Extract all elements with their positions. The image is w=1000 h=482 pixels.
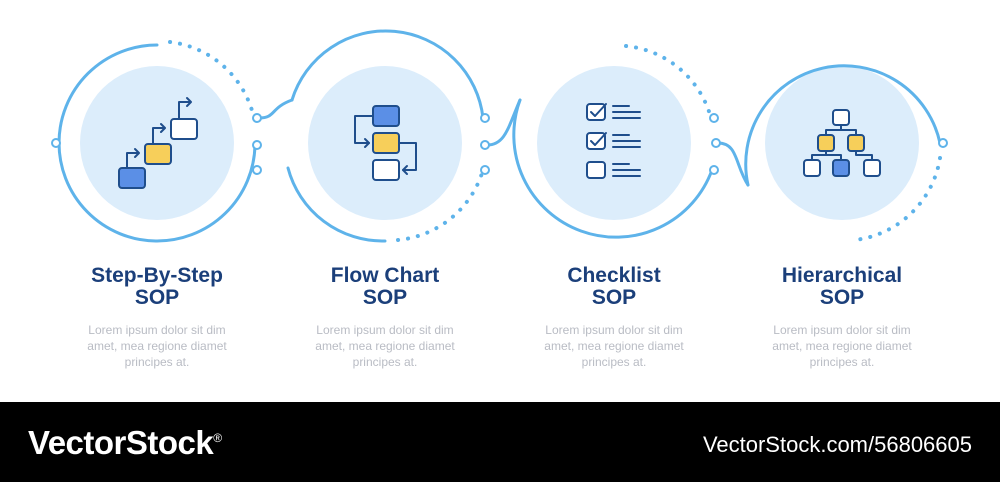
step-1-ring [57, 43, 257, 243]
connector-3-4 [709, 113, 750, 187]
step-2-ring [290, 29, 485, 120]
vectorstock-logo: VectorStock® [28, 424, 222, 461]
step-1 [51, 40, 257, 243]
step-1-description: Lorem ipsum dolor sit dim amet, mea regi… [87, 323, 227, 369]
step-2-title: Flow Chart SOP [330, 264, 440, 309]
step-1-title: Step-By-Step SOP [91, 264, 223, 309]
step-4-ring [744, 64, 942, 187]
step-4-dotted-arc [853, 156, 942, 242]
step-3-ring [512, 98, 714, 239]
step-3-disc [537, 66, 691, 220]
step-2 [286, 29, 485, 243]
step-4-disc [765, 66, 919, 220]
step-2-ring-lower [286, 166, 387, 243]
staircase-flow-icon [118, 97, 198, 189]
watermark-footer: VectorStock® VectorStock.com/56806605 [0, 402, 1000, 482]
stock-id-url: VectorStock.com/56806605 [702, 432, 972, 457]
step-3-description: Lorem ipsum dolor sit dim amet, mea regi… [544, 323, 684, 369]
checklist-icon [586, 103, 641, 179]
step-3 [512, 44, 714, 239]
connector-2-3 [480, 98, 522, 175]
step-4-title: Hierarchical SOP [781, 264, 903, 309]
sop-diagram [51, 29, 948, 243]
step-4-end-node [938, 138, 948, 148]
step-4 [744, 64, 948, 242]
step-1-start-node [51, 138, 61, 148]
step-4-description: Lorem ipsum dolor sit dim amet, mea regi… [772, 323, 912, 369]
step-3-dotted-arc [624, 44, 713, 120]
step-2-dotted-arc [396, 168, 485, 242]
connector-1-2 [252, 98, 294, 175]
step-1-dotted-arc [168, 40, 256, 120]
step-3-title: Checklist SOP [567, 264, 661, 309]
step-2-description: Lorem ipsum dolor sit dim amet, mea regi… [315, 323, 455, 369]
hierarchy-icon [803, 109, 881, 177]
flowchart-icon [354, 105, 417, 181]
